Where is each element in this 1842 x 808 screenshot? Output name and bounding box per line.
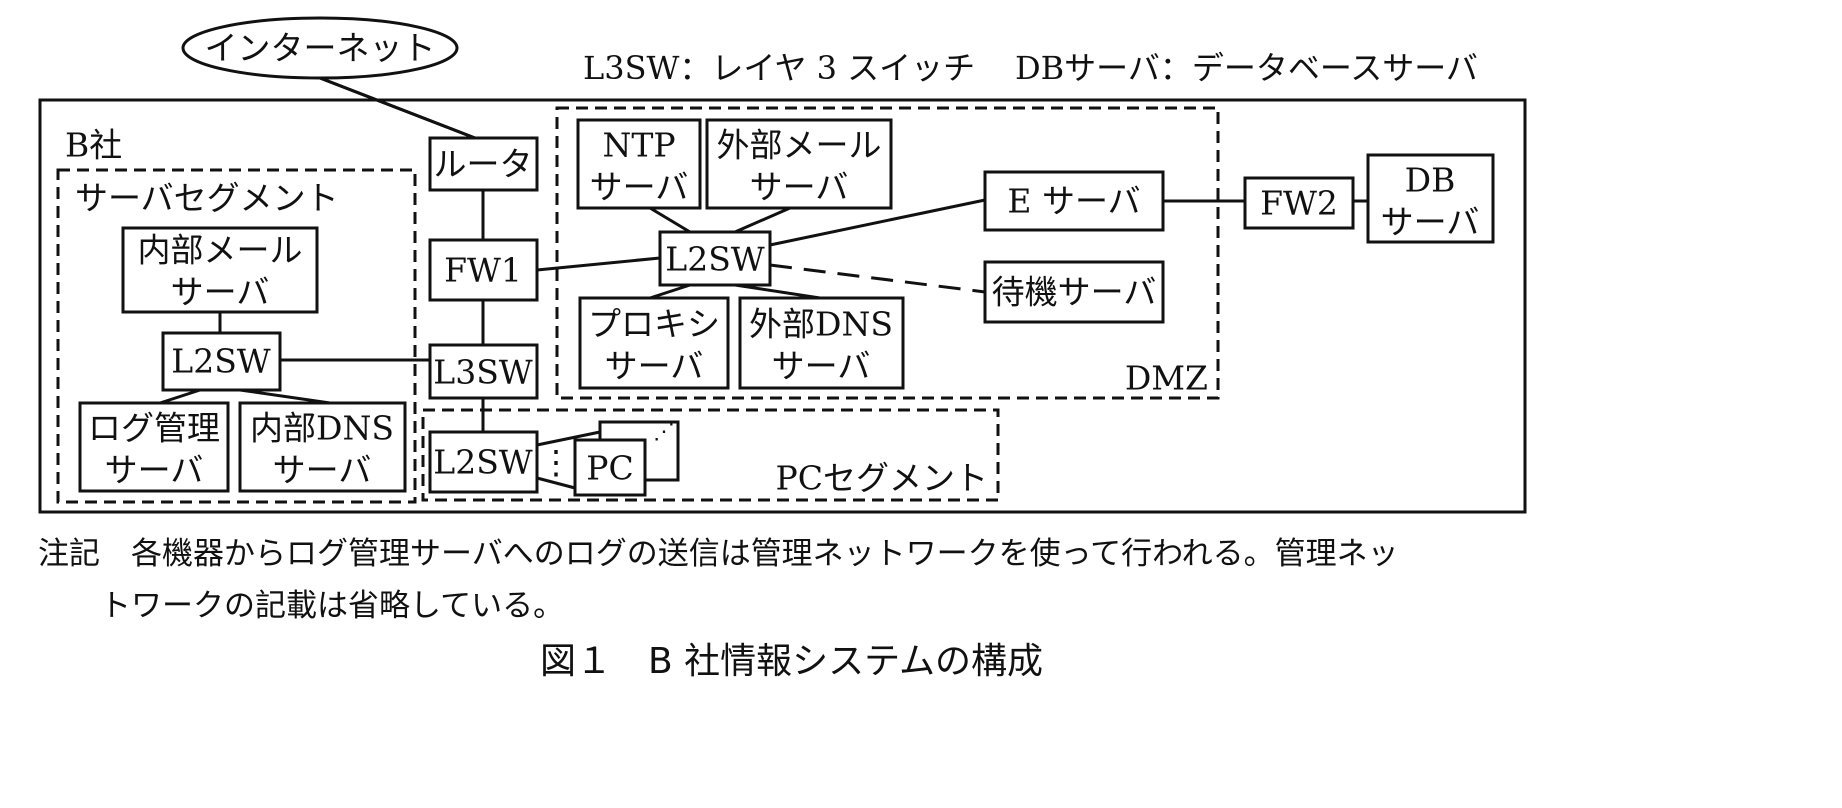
link-l2sw-proxy xyxy=(649,283,691,300)
internal-dns-label-1: 内部DNS xyxy=(250,409,394,448)
log-mgmt-server-box xyxy=(78,401,230,493)
link-pcl2sw-pc2 xyxy=(536,476,576,490)
company-label: B社 xyxy=(65,126,122,165)
internal-dns-server-box xyxy=(238,401,407,493)
router-label: ルータ xyxy=(434,145,533,184)
figure-caption: 図１ B 社情報システムの構成 xyxy=(540,641,1044,682)
server-segment-zone xyxy=(56,168,417,504)
fw1-label: FW1 xyxy=(444,251,522,290)
fw2-box xyxy=(1243,176,1355,230)
ntp-label-1: NTP xyxy=(602,126,675,165)
internal-dns-label-2: サーバ xyxy=(273,451,372,490)
proxy-label-2: サーバ xyxy=(605,347,704,386)
db-label-2: サーバ xyxy=(1381,203,1480,242)
dmz-label: DMZ xyxy=(1125,359,1208,398)
legend-db: DBサーバ：データベースサーバ xyxy=(1015,49,1478,87)
l3sw-label: L3SW xyxy=(433,353,533,392)
link-l2sw-extdns xyxy=(734,283,821,300)
ntp-label-2: サーバ xyxy=(590,168,689,207)
e-server-label: E サーバ xyxy=(1007,182,1140,221)
router-box xyxy=(428,136,539,192)
pc-link-dots: ⋮ xyxy=(540,443,573,482)
internal-mail-label-2: サーバ xyxy=(171,273,270,312)
standby-server-box xyxy=(983,260,1165,324)
pc-segment-label: PCセグメント xyxy=(776,459,988,498)
server-l2sw-label: L2SW xyxy=(171,342,271,381)
pc-segment-zone xyxy=(421,408,1000,502)
note-line-2: トワークの記載は省略している。 xyxy=(100,588,565,624)
dmz-l2sw-box xyxy=(658,230,772,287)
dmz-l2sw-label: L2SW xyxy=(665,240,765,279)
e-server-box xyxy=(983,170,1165,232)
server-segment-label: サーバセグメント xyxy=(75,179,339,218)
link-pcl2sw-pc1 xyxy=(536,430,601,447)
link-l2sw-idns xyxy=(239,388,331,405)
ntp-server-box xyxy=(576,118,702,210)
internal-mail-label-1: 内部メール xyxy=(138,231,303,270)
pc-more-dots: ⋰ xyxy=(653,420,675,445)
external-mail-label-2: サーバ xyxy=(750,168,849,207)
dmz-zone xyxy=(555,106,1220,400)
external-dns-server-box xyxy=(738,296,905,390)
pc-l2sw-box xyxy=(428,430,539,494)
external-dns-label-1: 外部DNS xyxy=(749,305,893,344)
fw1-box xyxy=(428,238,539,302)
fw2-label: FW2 xyxy=(1260,184,1338,223)
log-mgmt-label-1: ログ管理 xyxy=(88,409,220,448)
internal-mail-server-box xyxy=(121,226,319,314)
external-dns-label-2: サーバ xyxy=(772,347,871,386)
link-l2sw-eserver xyxy=(769,198,986,247)
log-mgmt-label-2: サーバ xyxy=(105,451,204,490)
note-line-1: 注記 各機器からログ管理サーバへのログの送信は管理ネットワークを使って行われる。… xyxy=(38,536,1399,572)
db-server-box xyxy=(1366,153,1495,244)
pc-l2sw-label: L2SW xyxy=(433,443,533,482)
server-l2sw-box xyxy=(161,331,282,392)
link-l2sw-log xyxy=(159,388,201,405)
pc-label: PC xyxy=(586,449,633,488)
link-l2sw-standby xyxy=(769,263,986,294)
company-boundary xyxy=(38,98,1527,514)
l3sw-box xyxy=(428,343,539,400)
proxy-label-1: プロキシ xyxy=(588,305,720,344)
internet-label: インターネット xyxy=(205,29,436,68)
standby-server-label: 待機サーバ xyxy=(992,273,1157,312)
db-label-1: DB xyxy=(1405,161,1456,200)
external-mail-label-1: 外部メール xyxy=(717,126,882,165)
link-ntp-l2sw xyxy=(649,206,691,234)
legend-l3sw: L3SW：レイヤ 3 スイッチ xyxy=(583,49,975,87)
external-mail-server-box xyxy=(705,118,893,210)
pc-box xyxy=(573,438,647,497)
link-fw1-dmzl2sw xyxy=(536,256,661,272)
link-extmail-l2sw xyxy=(734,206,791,234)
proxy-server-box xyxy=(578,296,730,390)
